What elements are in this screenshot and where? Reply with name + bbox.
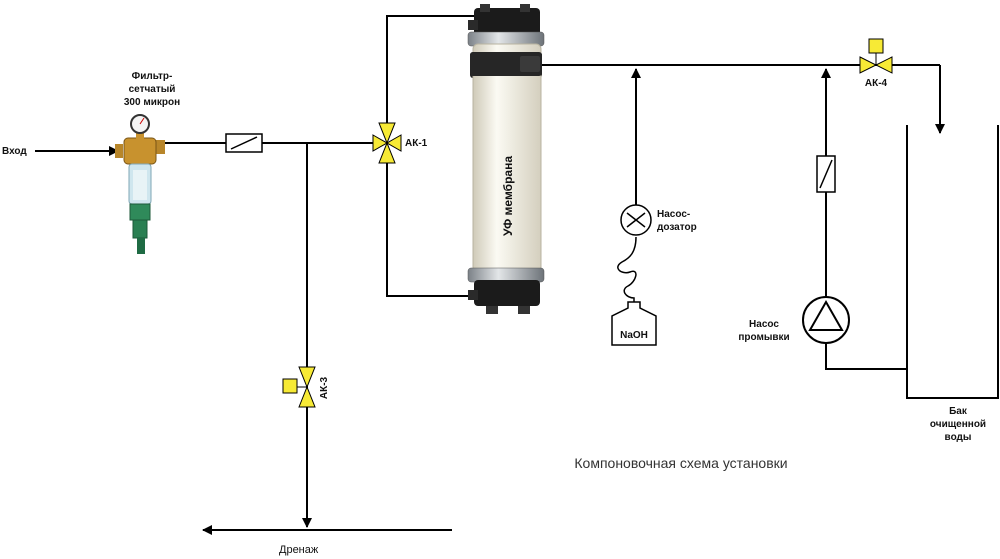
label-tank-3: воды <box>945 432 972 443</box>
label-drain: Дренаж <box>279 544 319 556</box>
label-dosing-pump-1: Насос- <box>657 209 690 220</box>
clean-water-tank <box>906 125 999 399</box>
dosing-tube <box>617 236 637 302</box>
label-valve-ak1: АК-1 <box>405 138 428 149</box>
uf-membrane <box>467 4 545 314</box>
mesh-filter <box>115 114 165 254</box>
label-tank-2: очищенной <box>930 419 986 430</box>
label-valve-ak3: АК-3 <box>319 376 330 399</box>
label-membrane: УФ мембрана <box>501 156 515 236</box>
label-flush-pump-1: Насос <box>749 319 779 330</box>
flow-meter-inlet <box>225 133 263 153</box>
label-dosing-pump-2: дозатор <box>657 222 697 233</box>
label-naoh: NaOH <box>620 330 648 341</box>
valve-ak3[interactable] <box>282 366 316 408</box>
dosing-pump <box>620 204 652 236</box>
flow-meter-flush <box>816 155 836 193</box>
diagram-caption: Компоновочная схема установки <box>574 455 787 471</box>
label-filter-1: Фильтр- <box>132 71 173 82</box>
flush-pump <box>802 296 850 344</box>
pipe-membrane-loop <box>386 15 478 297</box>
valve-ak4[interactable] <box>859 38 893 74</box>
label-filter-2: сетчатый <box>129 84 176 95</box>
naoh-container <box>611 301 657 346</box>
label-valve-ak4: АК-4 <box>865 78 888 89</box>
valve-ak1[interactable] <box>372 122 402 164</box>
label-tank-1: Бак <box>949 406 968 417</box>
label-filter-3: 300 микрон <box>124 97 180 108</box>
label-flush-pump-2: промывки <box>738 332 789 343</box>
label-inlet: Вход <box>2 146 27 157</box>
pipe-flush-return <box>825 343 907 370</box>
